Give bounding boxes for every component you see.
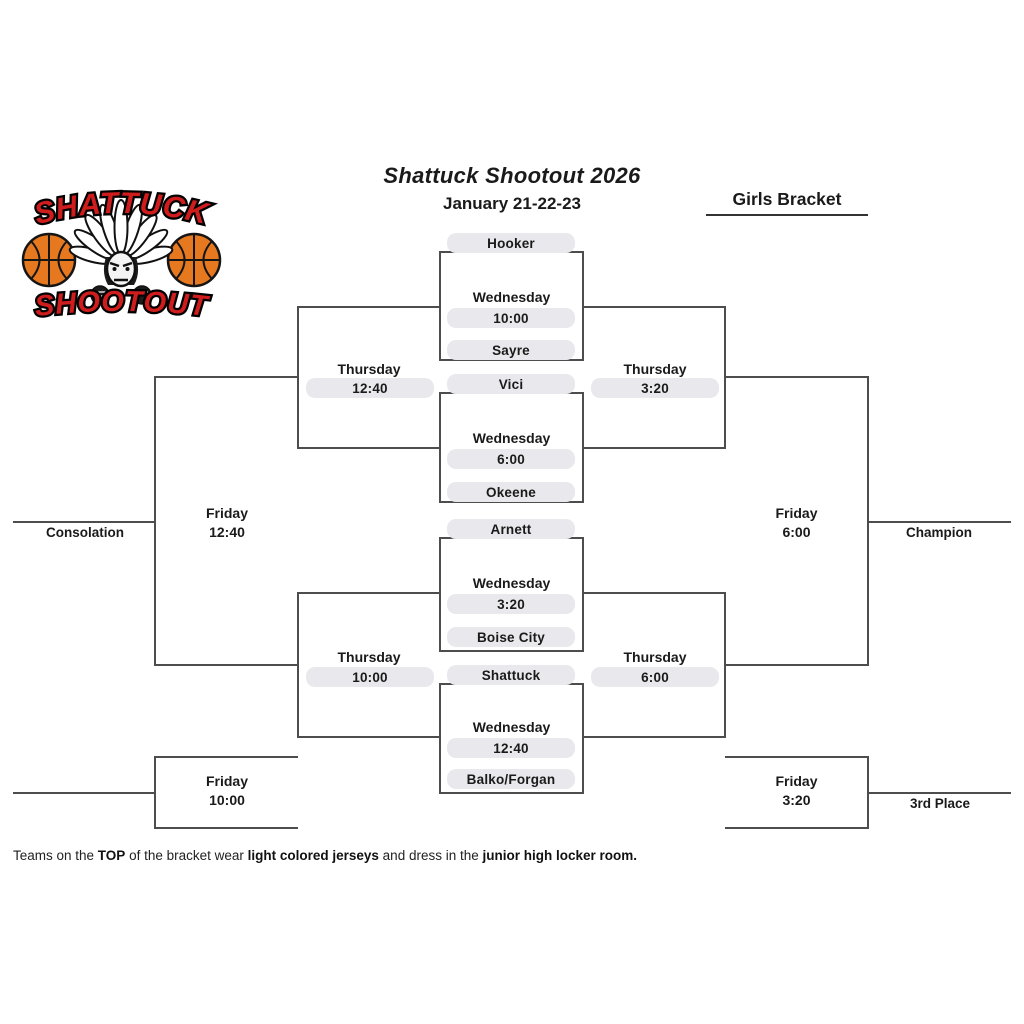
connector-line	[155, 376, 298, 378]
game-time-pill: 3:20	[447, 594, 575, 614]
team-pill: Sayre	[447, 340, 575, 360]
connector-line	[154, 756, 156, 829]
connector-line	[154, 376, 156, 666]
game-day: Friday	[775, 773, 818, 789]
game-time-pill: 3:20	[591, 378, 719, 398]
consolation-label: Consolation	[46, 525, 124, 540]
game-time-pill: 12:40	[306, 378, 434, 398]
connector-line	[297, 306, 299, 449]
team-pill: Shattuck	[447, 665, 575, 685]
game-time-pill: 10:00	[447, 308, 575, 328]
game-time-pill: 10:00	[306, 667, 434, 687]
connector-line	[298, 736, 439, 738]
team-pill: Okeene	[447, 482, 575, 502]
game-time: 10:00	[209, 792, 245, 808]
note-text: and dress in the	[378, 848, 483, 863]
team-pill: Balko/Forgan	[447, 769, 575, 789]
game-time-pill: 6:00	[447, 449, 575, 469]
note-text: of the bracket wear	[125, 848, 248, 863]
svg-text:SHOOTOUT: SHOOTOUT	[33, 286, 211, 323]
game-day: Wednesday	[472, 430, 551, 446]
chief-mascot-icon	[68, 199, 174, 305]
game-time: 12:40	[209, 524, 245, 540]
connector-line	[584, 592, 725, 594]
logo-word-bottom: SHOOTOUT	[31, 284, 212, 326]
game-time-pill: 6:00	[591, 667, 719, 687]
connector-line	[13, 792, 155, 794]
connector-line	[725, 827, 868, 829]
connector-line	[725, 756, 868, 758]
connector-line	[155, 664, 298, 666]
third-place-slot: Friday 3:20	[725, 772, 868, 810]
game-day: Thursday	[337, 649, 401, 665]
game-day: Wednesday	[472, 289, 551, 305]
connector-line	[584, 447, 725, 449]
consolation-final-slot: Friday 12:40	[157, 504, 297, 542]
connector-line	[298, 592, 439, 594]
page-title: Shattuck Shootout 2026	[383, 163, 641, 188]
connector-line	[584, 306, 725, 308]
shattuck-shootout-logo: SHATTUCK SHOOTOUT	[21, 185, 222, 325]
connector-line	[868, 521, 1011, 523]
connector-line	[297, 592, 299, 738]
note-text-bold: TOP	[97, 848, 126, 863]
team-pill: Arnett	[447, 519, 575, 539]
connector-line	[584, 736, 725, 738]
connector-line	[155, 827, 298, 829]
game-day: Thursday	[337, 361, 401, 377]
connector-line	[724, 376, 868, 378]
jersey-note: Teams on the TOP of the bracket wear lig…	[13, 848, 637, 863]
basketball-icon	[166, 232, 222, 288]
connector-line	[155, 756, 298, 758]
connector-line	[13, 521, 155, 523]
game-time-pill: 12:40	[447, 738, 575, 758]
basketball-icon	[21, 232, 77, 288]
game-day: Wednesday	[472, 719, 551, 735]
connector-line	[298, 306, 439, 308]
game-day: Friday	[205, 773, 248, 789]
note-text-bold: light colored jerseys	[247, 848, 379, 863]
note-text-bold: junior high locker room.	[482, 848, 638, 863]
game-time: 3:20	[782, 792, 811, 808]
game-day: Wednesday	[472, 575, 551, 591]
game-time: 6:00	[782, 524, 811, 540]
connector-line	[298, 447, 439, 449]
game-day: Friday	[205, 505, 248, 521]
bracket-division-label: Girls Bracket	[706, 189, 868, 216]
third-place-label: 3rd Place	[909, 796, 971, 811]
team-pill: Vici	[447, 374, 575, 394]
championship-slot: Friday 6:00	[725, 504, 868, 542]
team-pill: Boise City	[447, 627, 575, 647]
bottom-left-final-slot: Friday 10:00	[157, 772, 297, 810]
note-text: Teams on the	[13, 848, 98, 863]
game-day: Thursday	[623, 361, 687, 377]
game-day: Friday	[775, 505, 818, 521]
game-day: Thursday	[623, 649, 687, 665]
event-dates: January 21-22-23	[443, 194, 581, 213]
connector-line	[724, 664, 868, 666]
team-pill: Hooker	[447, 233, 575, 253]
connector-line	[868, 792, 1011, 794]
champion-label: Champion	[906, 525, 972, 540]
